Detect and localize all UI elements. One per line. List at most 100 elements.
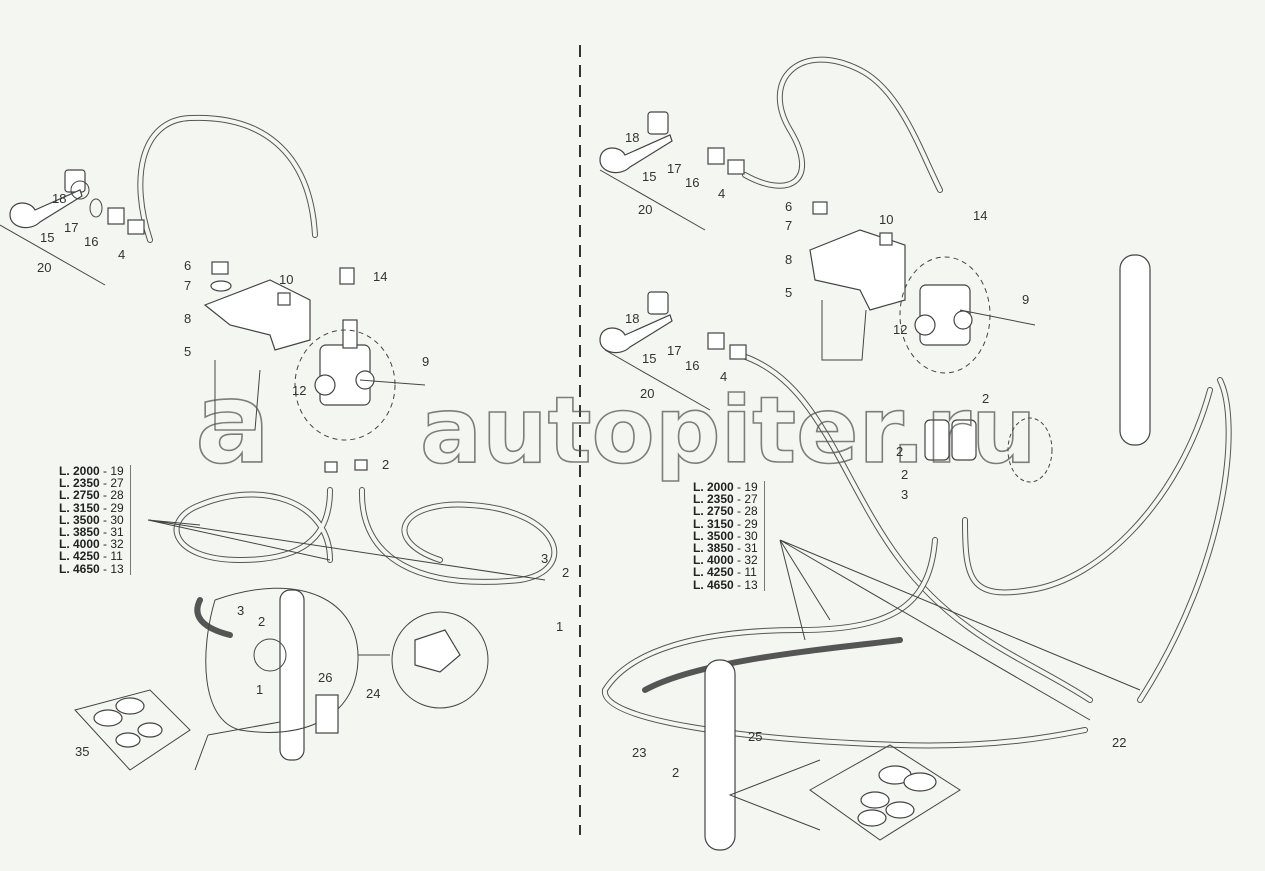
part-number: - 27 xyxy=(103,476,124,491)
part-number: - 31 xyxy=(103,525,124,540)
length-row: L. 4650 - 13 xyxy=(59,563,124,575)
hose-length: L. 2350 xyxy=(693,492,734,507)
hose-length: L. 3150 xyxy=(693,516,734,531)
part-number: - 19 xyxy=(103,464,124,478)
callout: 15 xyxy=(642,351,656,366)
callout: 16 xyxy=(84,234,98,249)
leader-lines xyxy=(0,169,1141,831)
callout: 12 xyxy=(292,383,306,398)
length-row: L. 4650 - 13 xyxy=(693,579,758,591)
length-row: L. 4000 - 32 xyxy=(59,538,124,550)
right-callouts: 18 15 17 16 4 20 6 7 8 5 10 14 9 12 18 1… xyxy=(625,130,1126,780)
callout: 15 xyxy=(40,230,54,245)
part-number: - 30 xyxy=(103,512,124,527)
callout: 6 xyxy=(785,199,792,214)
callout: 7 xyxy=(785,218,792,233)
length-row: L. 2350 - 27 xyxy=(693,493,758,505)
callout: 24 xyxy=(366,686,380,701)
callout: 2 xyxy=(901,467,908,482)
length-row: L. 2350 - 27 xyxy=(59,477,124,489)
watermark-text: autopiter.ru xyxy=(420,377,1037,484)
part-number: - 32 xyxy=(103,537,124,552)
length-row: L. 3500 - 30 xyxy=(59,514,124,526)
callout: 2 xyxy=(562,565,569,580)
hose-length: L. 2000 xyxy=(59,464,100,478)
callout: 15 xyxy=(642,169,656,184)
length-row: L. 4250 - 11 xyxy=(59,550,124,562)
part-number: - 11 xyxy=(103,549,123,564)
callout: 4 xyxy=(118,247,125,262)
callout: 17 xyxy=(667,343,681,358)
callout: 23 xyxy=(632,745,646,760)
callout: 10 xyxy=(879,212,893,227)
watermark: a autopiter.ru xyxy=(194,358,1037,490)
callout: 2 xyxy=(672,765,679,780)
callout: 14 xyxy=(373,269,387,284)
callout: 26 xyxy=(318,670,332,685)
length-row: L. 4000 - 32 xyxy=(693,554,758,566)
callout: 5 xyxy=(184,344,191,359)
callout: 25 xyxy=(748,729,762,744)
right-valve xyxy=(809,229,1053,483)
left-callouts: 18 15 17 16 4 20 6 7 8 5 10 14 9 12 2 3 … xyxy=(37,191,569,759)
callout: 18 xyxy=(625,130,639,145)
callout: 20 xyxy=(640,386,654,401)
right-cylinders xyxy=(704,254,1151,851)
hose-length: L. 4650 xyxy=(59,561,100,576)
callout: 8 xyxy=(184,311,191,326)
callout: 2 xyxy=(258,614,265,629)
part-number: - 31 xyxy=(737,541,758,556)
hose-length: L. 3850 xyxy=(59,525,100,540)
callout: 7 xyxy=(184,278,191,293)
part-number: - 13 xyxy=(737,577,758,592)
hose-length: L. 2750 xyxy=(693,504,734,519)
hose-length: L. 4000 xyxy=(693,553,734,568)
callout: 2 xyxy=(382,457,389,472)
hose-length: L. 3500 xyxy=(693,528,734,543)
svg-text:a: a xyxy=(195,359,271,489)
callout: 2 xyxy=(982,391,989,406)
callout: 8 xyxy=(785,252,792,267)
callout: 17 xyxy=(64,220,78,235)
callout: 3 xyxy=(541,551,548,566)
length-row: L. 3500 - 30 xyxy=(693,530,758,542)
callout: 17 xyxy=(667,161,681,176)
part-number: - 13 xyxy=(103,561,124,576)
part-number: - 30 xyxy=(737,528,758,543)
hose-length: L. 4250 xyxy=(693,565,734,580)
length-row: L. 4250 - 11 xyxy=(693,566,758,578)
part-number: - 27 xyxy=(737,492,758,507)
hose-length: L. 2750 xyxy=(59,488,100,503)
left-fittings xyxy=(9,169,368,473)
callout: 16 xyxy=(685,358,699,373)
hose-length: L. 3850 xyxy=(693,541,734,556)
callout: 14 xyxy=(973,208,987,223)
part-number: - 29 xyxy=(737,516,758,531)
hose-length: L. 3150 xyxy=(59,500,100,515)
callout: 35 xyxy=(75,744,89,759)
right-hoses xyxy=(601,56,1232,749)
callout: 4 xyxy=(718,186,725,201)
callout: 16 xyxy=(685,175,699,190)
callout: 3 xyxy=(901,487,908,502)
length-row: L. 3850 - 31 xyxy=(59,526,124,538)
length-row: L. 2750 - 28 xyxy=(693,505,758,517)
callout: 9 xyxy=(1022,292,1029,307)
part-number: - 28 xyxy=(737,504,758,519)
length-row: L. 2000 - 19 xyxy=(59,465,124,477)
part-number: - 28 xyxy=(103,488,124,503)
callout: 18 xyxy=(625,311,639,326)
right-fittings xyxy=(599,111,893,360)
callout: 10 xyxy=(279,272,293,287)
length-row: L. 3850 - 31 xyxy=(693,542,758,554)
callout: 20 xyxy=(638,202,652,217)
hose-length: L. 2000 xyxy=(693,480,734,494)
length-row: L. 3150 - 29 xyxy=(693,518,758,530)
callout: 1 xyxy=(556,619,563,634)
callout: 12 xyxy=(893,322,907,337)
callout: 3 xyxy=(237,603,244,618)
hose-length: L. 3500 xyxy=(59,512,100,527)
callout: 6 xyxy=(184,258,191,273)
hose-length: L. 4650 xyxy=(693,577,734,592)
